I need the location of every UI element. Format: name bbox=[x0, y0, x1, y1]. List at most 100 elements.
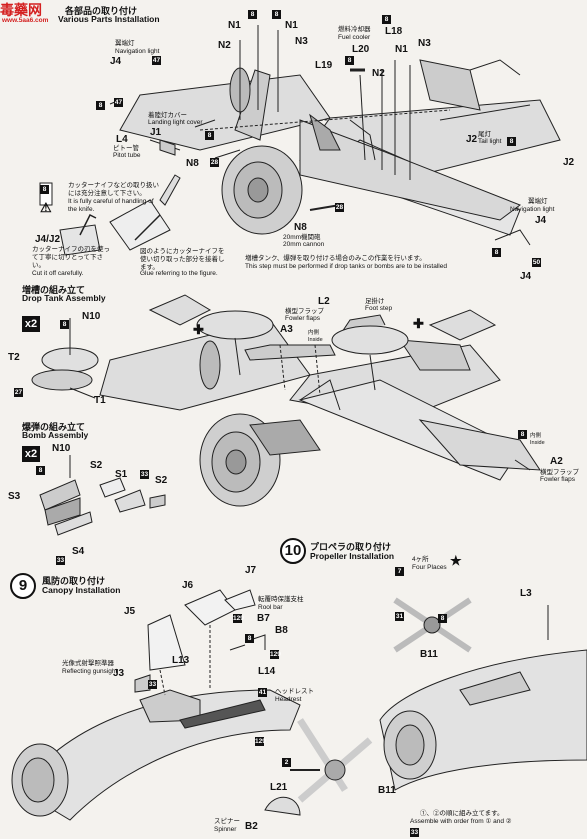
num-badge: 28 bbox=[210, 158, 219, 167]
part-j4-j2: J4/J2 bbox=[35, 234, 61, 245]
bomb-title-jp: 爆弾の組み立て bbox=[22, 422, 86, 432]
part-s2-b: S2 bbox=[155, 475, 168, 486]
section9-title-en: Canopy Installation bbox=[42, 585, 121, 595]
part-n8-b: N8 bbox=[294, 222, 307, 233]
drop-tank-parts bbox=[31, 318, 99, 399]
num-badge: 8 bbox=[40, 185, 49, 194]
caption-gunsight-en: Reflecting gunsight bbox=[62, 668, 118, 675]
part-l19: L19 bbox=[315, 60, 333, 71]
caption-pitot-jp: ピトー管 bbox=[113, 145, 139, 152]
caption-inside2-en: Inside bbox=[530, 440, 545, 446]
num-badge: 8 bbox=[96, 101, 105, 110]
caption-fuel-cooler-en: Fuel cooler bbox=[338, 34, 371, 41]
part-a3: A3 bbox=[280, 324, 293, 335]
part-n1-b: N1 bbox=[285, 20, 298, 31]
section9-title-jp: 風防の取り付け bbox=[42, 576, 106, 586]
caption-tail-light-jp: 尾灯 bbox=[478, 131, 491, 138]
num-badge: 33 bbox=[140, 470, 149, 479]
num-badge: 8 bbox=[438, 614, 447, 623]
section10-title-en: Propeller Installation bbox=[310, 551, 395, 561]
part-n2-a: N2 bbox=[218, 40, 231, 51]
bomb-qty: x2 bbox=[22, 446, 40, 462]
part-l2: L2 bbox=[318, 296, 330, 307]
part-b11-a: B11 bbox=[420, 649, 438, 660]
num-badge: 31 bbox=[395, 612, 404, 621]
num-badge: 8 bbox=[507, 137, 516, 146]
caption-footstep-en: Foot step bbox=[365, 305, 393, 312]
num-badge: 41 bbox=[258, 688, 267, 697]
caption-knife-en: It is fully careful of handling of the k… bbox=[68, 198, 154, 213]
caption-cutoff-en: Cut it off carefully. bbox=[32, 270, 84, 277]
step-9-badge: 9 bbox=[10, 573, 36, 599]
part-b2: B2 bbox=[245, 821, 258, 832]
part-j5: J5 bbox=[124, 606, 136, 617]
caption-fowler-en: Fowler flaps bbox=[285, 315, 321, 322]
part-j2-b: J2 bbox=[563, 157, 575, 168]
part-n3-a: N3 bbox=[295, 36, 308, 47]
aircraft-top-view bbox=[109, 25, 561, 246]
caption-assemble-jp: ①、②の順に組み立てます。 bbox=[420, 810, 504, 817]
section8-title-en: Various Parts Installation bbox=[58, 14, 160, 24]
part-a2: A2 bbox=[550, 456, 563, 467]
part-n3-b: N3 bbox=[418, 38, 431, 49]
caption-landing-cover-jp: 着陸灯カバー bbox=[148, 112, 187, 119]
caption-rollbar-jp: 転覆時保護支柱 bbox=[258, 596, 304, 603]
part-n1-a: N1 bbox=[228, 20, 241, 31]
num-badge: 33 bbox=[56, 556, 65, 565]
part-j4: J4 bbox=[110, 56, 122, 67]
caption-tail-light-en: Tail light bbox=[478, 138, 502, 145]
num-badge: 8 bbox=[245, 634, 254, 643]
aircraft-canopy-view bbox=[11, 589, 301, 821]
caption-glue-jp: 図のようにカッターナイフを使い切り取った部分を接着します。 bbox=[140, 248, 225, 271]
aircraft-propeller-view bbox=[264, 597, 587, 816]
caption-four-places-jp: 4ヶ所 bbox=[412, 556, 429, 563]
caption-nav-light-en: Navigation light bbox=[115, 48, 160, 55]
num-badge: 28 bbox=[335, 203, 344, 212]
watermark-logo: 毒藥网 bbox=[0, 2, 42, 18]
num-badge: 47 bbox=[114, 98, 123, 107]
part-j2-a: J2 bbox=[466, 134, 478, 145]
num-badge: 33 bbox=[410, 828, 419, 837]
caption-cutoff-jp: カッターナイフの刃を使って丁寧に切りとって下さい。 bbox=[32, 246, 110, 269]
caption-glue-en: Glue referring to the figure. bbox=[140, 270, 218, 277]
part-j4-b: J4 bbox=[535, 215, 547, 226]
caption-drop-note-jp: 増槽タンク、爆弾を取り付ける場合のみこの作業を行います。 bbox=[245, 255, 426, 262]
bomb-parts bbox=[39, 455, 166, 536]
num-badge: 2 bbox=[282, 758, 291, 767]
caption-inside2-jp: 内側 bbox=[530, 433, 542, 439]
caption-nav-light-jp: 翼端灯 bbox=[115, 40, 135, 47]
num-badge: 7 bbox=[395, 567, 404, 576]
part-n10-b: N10 bbox=[52, 443, 71, 454]
part-l4: L4 bbox=[116, 134, 128, 145]
num-badge: 8 bbox=[205, 131, 214, 140]
caption-pitot-en: Pitot tube bbox=[113, 152, 141, 159]
section10-title-jp: プロペラの取り付け bbox=[310, 542, 392, 552]
num-badge: 50 bbox=[532, 258, 541, 267]
part-j7: J7 bbox=[245, 565, 257, 576]
num-badge: 129 bbox=[270, 650, 281, 659]
part-l21: L21 bbox=[270, 782, 288, 793]
num-badge: 8 bbox=[36, 466, 45, 475]
num-badge: 129 bbox=[233, 614, 244, 623]
caption-nav-light2-jp: 翼端灯 bbox=[528, 198, 548, 205]
num-badge: 8 bbox=[382, 15, 391, 24]
num-badge: 27 bbox=[14, 388, 23, 397]
cement-icon: ✚ bbox=[193, 322, 204, 337]
section8-title-jp: 各部品の取り付け bbox=[65, 6, 138, 16]
drop-tank-qty: x2 bbox=[22, 316, 40, 332]
num-badge: 8 bbox=[492, 248, 501, 257]
caption-assemble-en: Assemble with order from ① and ② bbox=[410, 818, 512, 825]
caption-inside-jp: 内側 bbox=[308, 330, 320, 336]
part-j4-c: J4 bbox=[520, 271, 532, 282]
caption-four-places-en: Four Places bbox=[412, 564, 447, 571]
part-l14: L14 bbox=[258, 666, 276, 677]
caption-spinner-jp: スピナー bbox=[214, 818, 240, 825]
step-10-badge: 10 bbox=[280, 538, 306, 564]
caption-fowler2-en: Fowler flaps bbox=[540, 476, 576, 483]
part-j3: J3 bbox=[113, 668, 125, 679]
caption-drop-note-en: This step must be performed if drop tank… bbox=[245, 263, 447, 270]
part-n8-a: N8 bbox=[186, 158, 199, 169]
num-badge: 8 bbox=[345, 56, 354, 65]
knife-illustration bbox=[39, 174, 181, 256]
bomb-title-en: Bomb Assembly bbox=[22, 430, 89, 440]
